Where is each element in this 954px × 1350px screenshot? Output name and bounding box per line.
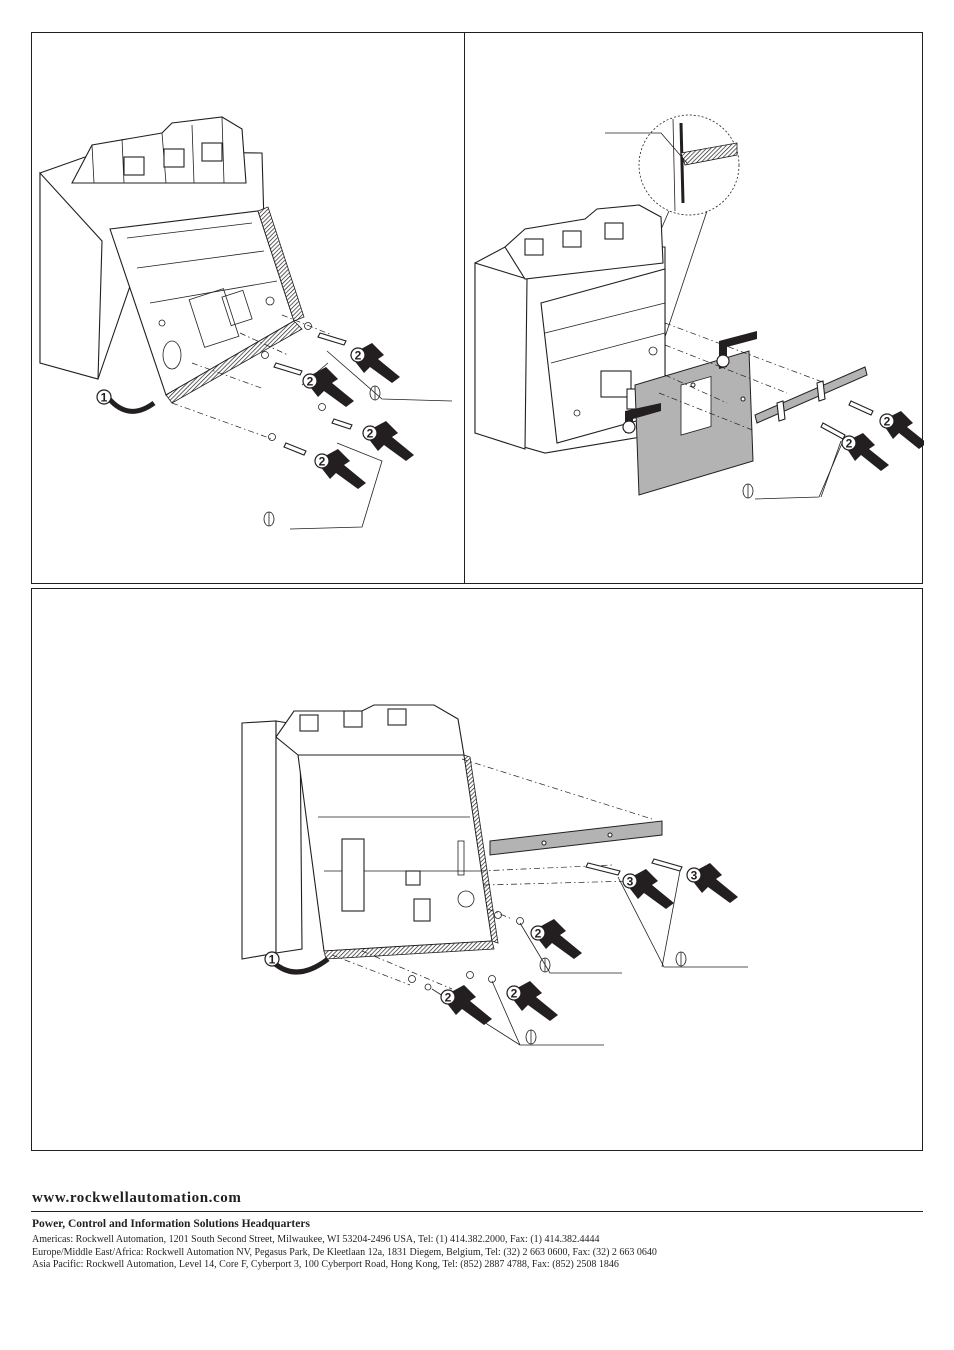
torque-icon xyxy=(742,483,754,499)
mounting-bar xyxy=(489,820,663,856)
screws xyxy=(408,858,683,991)
panel-c-illustration: 1 2 2 2 2 3 3 xyxy=(31,588,923,1151)
svg-text:2: 2 xyxy=(535,927,542,941)
svg-text:2: 2 xyxy=(445,991,452,1005)
step-2-arrow: 2 xyxy=(314,449,366,489)
adapter-plate xyxy=(634,350,754,496)
svg-text:2: 2 xyxy=(355,349,362,363)
step-1-badge: 1 xyxy=(264,951,280,967)
step-2-arrow: 2 xyxy=(440,985,492,1025)
circuit-breaker-body xyxy=(241,704,499,960)
footer-divider xyxy=(31,1211,923,1212)
mounting-bar xyxy=(754,366,868,424)
svg-text:2: 2 xyxy=(846,437,853,451)
circuit-breaker-body xyxy=(39,116,305,404)
step-2-arrow: 2 xyxy=(841,433,889,471)
panel-a-illustration: 1 2 2 2 2 xyxy=(31,32,465,584)
torque-icon xyxy=(525,951,687,1045)
panel-c-drawing: 1 2 2 2 2 3 3 xyxy=(241,704,748,1046)
panel-b-illustration: 2 2 xyxy=(464,32,924,584)
address-asia-pacific: Asia Pacific: Rockwell Automation, Level… xyxy=(32,1259,619,1270)
step-3-arrow: 3 xyxy=(686,863,738,903)
address-americas: Americas: Rockwell Automation, 1201 Sout… xyxy=(32,1234,600,1245)
circuit-breaker-body xyxy=(474,204,668,454)
step-3-arrow: 3 xyxy=(622,869,674,909)
svg-text:2: 2 xyxy=(319,455,326,469)
step-2-arrow: 2 xyxy=(879,411,924,449)
svg-text:2: 2 xyxy=(511,987,518,1001)
footer: www.rockwellautomation.com Power, Contro… xyxy=(31,1190,923,1272)
svg-text:3: 3 xyxy=(691,869,698,883)
svg-text:1: 1 xyxy=(269,953,276,967)
torque-icon xyxy=(263,385,381,527)
step-2-arrow: 2 xyxy=(506,981,558,1021)
step-2-arrow: 2 xyxy=(350,343,400,383)
screws xyxy=(820,400,874,440)
headquarters-title: Power, Control and Information Solutions… xyxy=(32,1218,310,1230)
detail-magnifier xyxy=(605,114,740,216)
step-2-arrow: 2 xyxy=(302,367,354,407)
step-1-badge: 1 xyxy=(96,389,112,405)
website-url[interactable]: www.rockwellautomation.com xyxy=(32,1190,242,1206)
svg-text:2: 2 xyxy=(884,415,891,429)
svg-text:3: 3 xyxy=(627,875,634,889)
screws xyxy=(261,322,353,456)
svg-text:2: 2 xyxy=(367,427,374,441)
address-emea: Europe/Middle East/Africa: Rockwell Auto… xyxy=(32,1246,657,1258)
step-2-arrow: 2 xyxy=(362,421,414,461)
panel-b-drawing: 2 2 xyxy=(474,114,924,500)
svg-text:2: 2 xyxy=(307,375,314,389)
svg-text:1: 1 xyxy=(101,391,108,405)
step-2-arrow: 2 xyxy=(532,941,534,943)
step-2-arrow: 2 xyxy=(530,919,582,959)
panel-a-drawing: 1 2 2 2 2 xyxy=(39,116,453,530)
